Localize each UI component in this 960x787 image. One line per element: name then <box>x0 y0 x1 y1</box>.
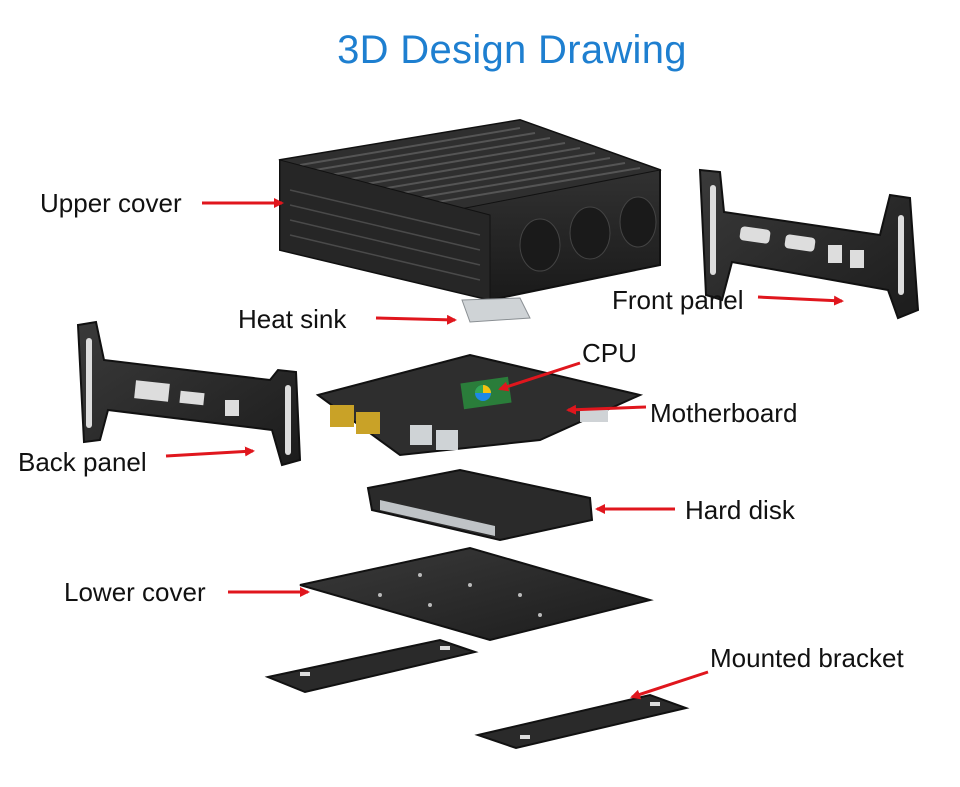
cpu-arrow <box>498 361 581 392</box>
front-panel-arrow <box>757 295 844 306</box>
mounted-bracket-part-1 <box>264 638 479 694</box>
lower-cover-part <box>299 546 654 642</box>
mounted-bracket-part-2 <box>474 693 690 750</box>
mounted-bracket-arrow <box>630 670 709 700</box>
lower-cover-label: Lower cover <box>64 577 206 607</box>
back-panel-label: Back panel <box>18 447 147 477</box>
front-panel-label: Front panel <box>612 285 744 315</box>
front-panel-part <box>698 168 920 320</box>
back-panel-part <box>76 320 302 467</box>
heat-sink-part <box>461 297 531 323</box>
motherboard-arrow <box>566 404 647 415</box>
upper-cover-part <box>278 118 662 302</box>
heat-sink-arrow <box>375 314 457 325</box>
mounted-bracket-label: Mounted bracket <box>710 643 904 673</box>
upper-cover-label: Upper cover <box>40 188 182 218</box>
heat-sink-label: Heat sink <box>238 304 347 334</box>
hard-disk-label: Hard disk <box>685 495 795 525</box>
cpu-label: CPU <box>582 338 637 368</box>
motherboard-label: Motherboard <box>650 398 798 428</box>
motherboard-part <box>315 353 644 457</box>
hard-disk-part <box>366 468 594 542</box>
back-panel-arrow <box>165 446 255 458</box>
page-title: 3D Design Drawing <box>337 28 687 72</box>
